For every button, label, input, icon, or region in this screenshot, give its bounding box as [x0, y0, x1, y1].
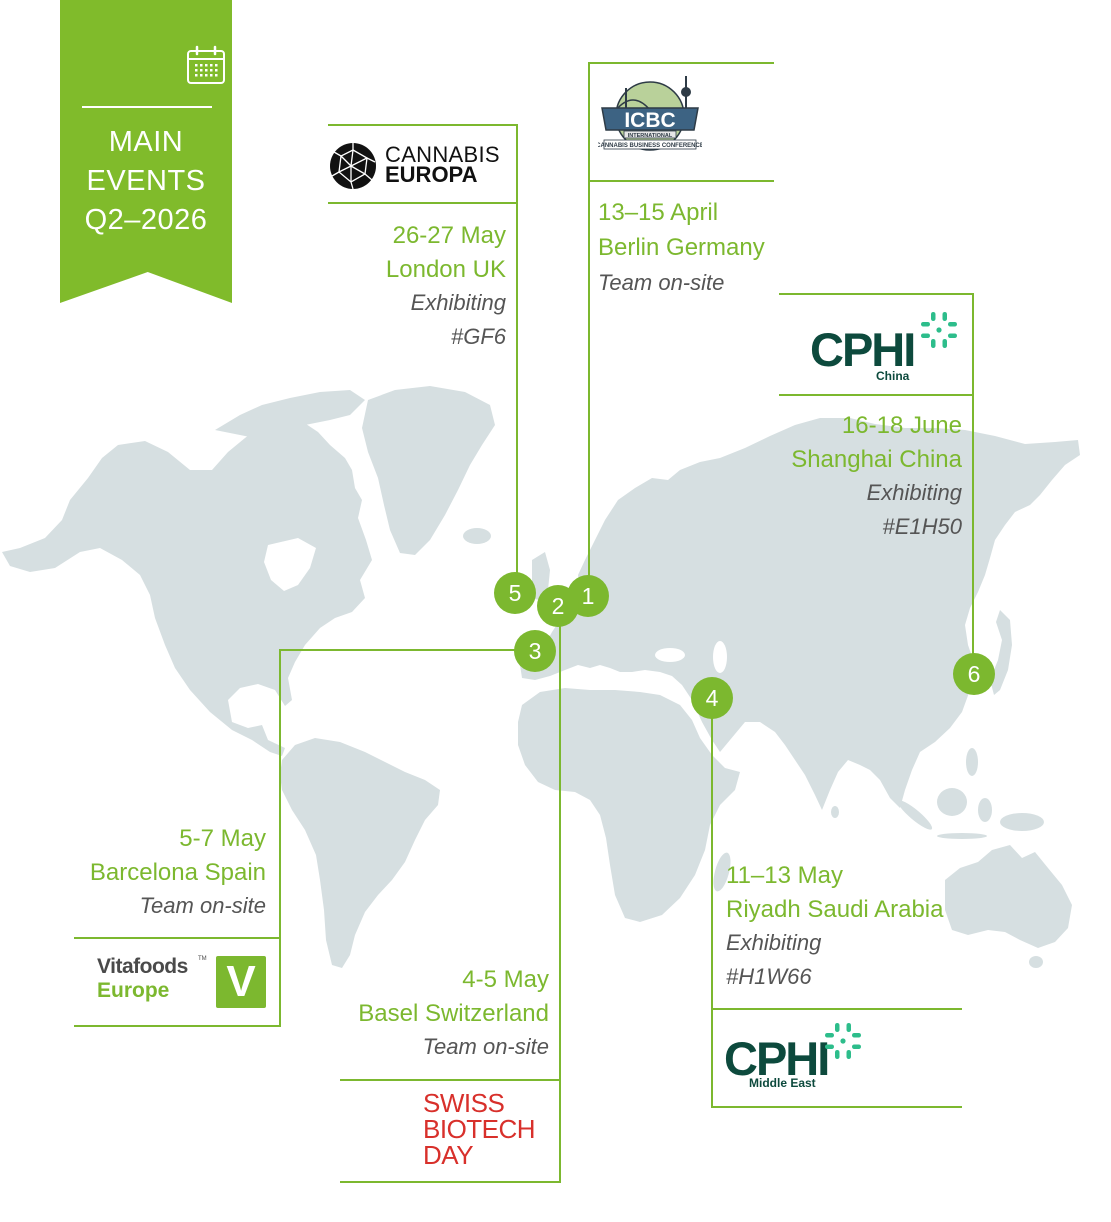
callout-leader-line	[516, 124, 518, 579]
callout-divider	[779, 394, 974, 396]
icbc-logo: ICBC INTERNATIONAL CANNABIS BUSINESS CON…	[598, 76, 702, 151]
callout-leader-line	[711, 718, 713, 1108]
event-status: Team on-site	[422, 1034, 549, 1059]
vitafoods-logo-tm: TM	[198, 956, 207, 962]
icbc-logo-main: ICBC	[624, 109, 675, 132]
banner-title: MAIN EVENTS Q2–2026	[60, 123, 232, 240]
event-location: Riyadh Saudi Arabia	[726, 895, 944, 923]
eurasia	[520, 418, 1080, 810]
event-booth: #E1H50	[882, 513, 962, 539]
event-location: Basel Switzerland	[358, 999, 549, 1027]
callout-divider	[589, 180, 774, 182]
banner-line-2: EVENTS	[86, 165, 206, 197]
icbc-logo-band: INTERNATIONAL	[628, 133, 673, 139]
cphi-dots-icon	[825, 1023, 861, 1059]
cannabis-europa-logo-line1: CANNABIS	[385, 142, 500, 167]
event-location: Shanghai China	[791, 445, 962, 473]
event-details: 16-18 June Shanghai China Exhibiting #E1…	[760, 409, 962, 543]
event-status: Exhibiting	[866, 480, 962, 505]
event-date: 4-5 May	[462, 966, 549, 993]
callout-top-line	[779, 293, 974, 295]
swiss-biotech-day-line3: DAY	[423, 1140, 474, 1170]
event-date: 13–15 April	[598, 199, 719, 226]
north-america	[2, 418, 372, 756]
cphi-me-logo-sub: Middle East	[749, 1076, 816, 1090]
event-location: Berlin Germany	[598, 234, 765, 261]
event-status: Exhibiting	[410, 290, 506, 315]
swiss-biotech-day-logo: SWISS BIOTECH DAY	[423, 1088, 536, 1170]
event-details: 26-27 May London UK Exhibiting #GF6	[300, 219, 506, 353]
icbc-logo-sub: CANNABIS BUSINESS CONFERENCE	[598, 143, 702, 149]
swiss-biotech-day-line1: SWISS	[423, 1088, 505, 1118]
event-date: 26-27 May	[392, 222, 506, 249]
cannabis-europa-logo-line2: EUROPA	[385, 162, 478, 187]
map-marker-4: 4	[691, 677, 733, 719]
event-status: Team on-site	[598, 270, 725, 295]
callout-leader-line	[559, 625, 561, 1183]
title-banner: MAIN EVENTS Q2–2026	[60, 0, 232, 303]
event-booth: #GF6	[450, 323, 506, 349]
event-details: 13–15 April Berlin Germany Team on-site	[598, 195, 765, 300]
banner-line-1: MAIN	[108, 126, 184, 158]
vitafoods-logo-line2: Europe	[97, 979, 170, 1002]
event-details: 11–13 May Riyadh Saudi Arabia Exhibiting…	[726, 859, 943, 993]
swiss-biotech-day-line2: BIOTECH	[423, 1114, 536, 1144]
callout-leader-line-horizontal	[280, 649, 516, 651]
callout-bottom-line	[74, 1025, 281, 1027]
calendar-icon	[187, 45, 225, 84]
geodesic-sphere-icon	[330, 143, 376, 190]
cphi-dots-icon	[921, 312, 957, 348]
callout-leader-line	[588, 62, 590, 576]
callout-bottom-line	[340, 1181, 561, 1183]
event-booth: #H1W66	[726, 963, 812, 989]
callout-divider	[74, 937, 281, 939]
australia	[945, 845, 1072, 948]
vitafoods-logo-line1: Vitafoods	[97, 955, 188, 978]
banner-divider	[82, 106, 212, 108]
event-date: 16-18 June	[841, 412, 962, 439]
map-marker-6: 6	[953, 653, 995, 695]
event-details: 4-5 May Basel Switzerland Team on-site	[300, 963, 549, 1064]
banner-line-3: Q2–2026	[84, 204, 208, 236]
event-status: Exhibiting	[726, 930, 822, 955]
cphi-me-logo-main: CPHI	[724, 1032, 830, 1085]
event-location: Barcelona Spain	[89, 858, 266, 886]
callout-divider	[711, 1008, 962, 1010]
event-date: 5-7 May	[179, 825, 266, 852]
callout-bottom-line	[711, 1106, 962, 1108]
africa	[518, 688, 740, 922]
map-marker-3: 3	[514, 630, 556, 672]
south-america	[280, 738, 440, 968]
event-date: 11–13 May	[726, 862, 843, 889]
map-marker-5: 5	[494, 572, 536, 614]
cphi-china-logo-main: CPHI	[810, 323, 916, 376]
callout-top-line	[328, 124, 518, 126]
cphi-china-logo-sub: China	[876, 369, 910, 383]
greenland	[362, 386, 495, 555]
callout-leader-line	[972, 293, 974, 655]
event-status: Team on-site	[139, 893, 266, 918]
callout-top-line	[589, 62, 774, 64]
callout-leader-line	[279, 649, 281, 1027]
event-details: 5-7 May Barcelona Spain Team on-site	[30, 822, 266, 923]
map-marker-2: 2	[537, 585, 579, 627]
vitafoods-v-mark: V	[216, 956, 266, 1008]
event-location: London UK	[385, 255, 506, 283]
callout-divider	[340, 1079, 561, 1081]
callout-divider	[328, 202, 518, 204]
